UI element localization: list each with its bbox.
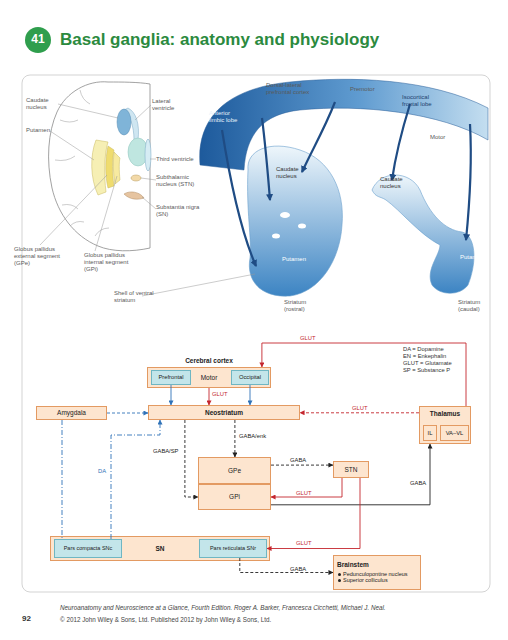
connector [171, 385, 172, 405]
process-box: STN [333, 461, 369, 478]
node-text: Brainstem [337, 561, 369, 568]
node-text: Neostriatum [205, 409, 243, 416]
subregion-box: Pars compacta SNc [54, 539, 122, 558]
connector [209, 388, 210, 405]
part-label: Dorsal-lateral prefrontal cortex [266, 82, 322, 96]
part-label: Putamen [282, 256, 306, 263]
subregion-box: IL [423, 425, 437, 441]
connector-label: GABA/enk [239, 433, 266, 439]
node-text: Cerebral cortex [148, 357, 270, 364]
connector-label: GLUT [296, 490, 311, 496]
abbreviation-key: DA = Dopamine [403, 346, 444, 353]
connector [300, 412, 419, 413]
connector-label: GABA [290, 457, 306, 463]
process-box: GPi [198, 484, 271, 510]
subregion-box: Occipital [231, 370, 269, 385]
part-label: Motor [430, 134, 445, 141]
node-text: Pars reticulata SNr [210, 545, 256, 551]
process-box: Amygdala [36, 406, 107, 420]
part-label: Shell of ventral striatum [114, 290, 158, 304]
coronal-section [40, 82, 156, 251]
node-text: Prefrontal [158, 374, 183, 381]
connector [271, 444, 430, 505]
node-text: GPi [229, 493, 240, 500]
process-box: SN Pars compacta SNc Pars reticulata SNr [50, 536, 270, 561]
part-label: Caudate nucleus [380, 176, 412, 190]
footer-text: Neuroanatomy and Neuroscience at a Glanc… [60, 604, 386, 611]
connector-label: GLUT [352, 405, 367, 411]
part-label: Lateral ventricle [152, 98, 186, 112]
process-box: Neostriatum [148, 405, 300, 420]
part-label: Substantia nigra (SN) [156, 204, 202, 218]
process-box: GPe [198, 457, 271, 484]
subregion-box: VA–VL [440, 425, 469, 441]
connector [271, 478, 342, 497]
cortex-box: Cerebral cortexMotorPrefrontalOccipital [147, 367, 271, 388]
part-label: Isocortical frontal lobe [402, 94, 446, 108]
connector-label: GABA/SP [153, 448, 178, 454]
connector-label: GLUT [300, 335, 315, 341]
connector [62, 420, 63, 539]
bullet-dot [338, 579, 341, 582]
part-label: Globus pallidus internal segment (GPi) [84, 252, 132, 273]
node-text: VA–VL [446, 430, 464, 437]
connector [107, 413, 148, 414]
node-subtext: Motor [201, 374, 218, 381]
abbreviation-key: SP = Substance P [403, 367, 450, 374]
bullet-dot [338, 573, 341, 576]
part-label: Caudate nucleus [26, 97, 60, 111]
connector-label: GLUT [296, 540, 311, 546]
connector [185, 420, 198, 497]
chapter-badge [25, 27, 51, 53]
connector [267, 478, 360, 549]
abbreviation-key: EN = Enkephalin [403, 353, 446, 360]
part-label: Putamen [460, 254, 484, 261]
process-box: ThalamusIL VA–VL [419, 406, 471, 444]
part-label: Putamen [26, 127, 50, 134]
connector [234, 420, 235, 457]
connector-label: GABA [290, 566, 306, 572]
node-text: Occipital [239, 374, 261, 381]
part-label: Caudate nucleus [276, 166, 308, 180]
connector-label: GLUT [212, 391, 227, 397]
node-text: SN [155, 545, 164, 552]
part-label: Third ventricle [156, 156, 194, 163]
connector-label: GABA [410, 480, 426, 486]
connector [111, 420, 160, 539]
node-subtext: Pedunculopontine nucleus [337, 571, 408, 577]
subregion-box: Pars reticulata SNr [199, 539, 267, 558]
frame [22, 75, 490, 592]
node-text: IL [428, 430, 433, 437]
part-label: Premotor [350, 86, 375, 93]
callout-number: 41 [25, 33, 51, 47]
node-text: STN [345, 466, 358, 473]
node-text: Thalamus [430, 407, 460, 417]
node-text: GPe [228, 467, 241, 474]
connector [271, 465, 333, 466]
node-text: Amygdala [57, 409, 86, 416]
part-label: Anterior limbic lobe [209, 110, 239, 124]
abbreviation-key: GLUT = Glutamate [403, 360, 452, 367]
subregion-box: Prefrontal [151, 370, 191, 385]
process-box: BrainstemPedunculopontine nucleusSuperio… [333, 555, 421, 590]
footer-text: © 2012 John Wiley & Sons, Ltd. Published… [60, 616, 271, 623]
node-text: Pars compacta SNc [64, 545, 113, 551]
cortico-striatal-illustration [142, 79, 488, 296]
connector [262, 343, 466, 406]
part-label: Globus pallidus external segment (GPe) [14, 246, 62, 267]
page-title: Basal ganglia: anatomy and physiology [60, 30, 379, 50]
connector-label: DA [98, 468, 106, 474]
connector [240, 558, 333, 573]
page-number: 92 [22, 614, 31, 623]
part-label: Striatum (caudal) [458, 299, 488, 313]
connector [250, 385, 251, 405]
node-subtext: Superior colliculus [337, 577, 388, 583]
part-label: Striatum (rostral) [284, 299, 324, 313]
part-label: Subthalamic nucleus (STN) [156, 174, 202, 188]
